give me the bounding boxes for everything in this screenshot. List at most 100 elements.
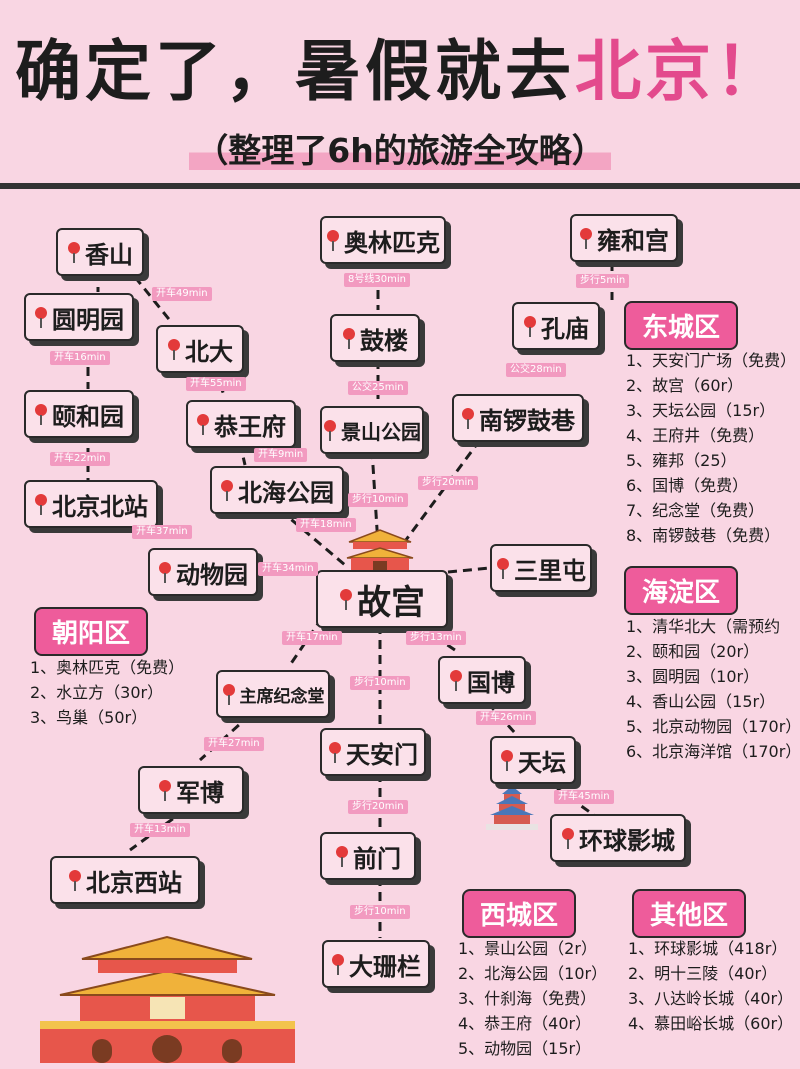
node-junbo[interactable]: 军博 xyxy=(138,766,244,814)
node-mausoleum[interactable]: 主席纪念堂 xyxy=(216,670,330,718)
node-gulou[interactable]: 鼓楼 xyxy=(330,314,420,362)
map-pin-icon xyxy=(222,684,235,705)
route-time-tag: 开车26min xyxy=(476,711,536,725)
list-item: 1、清华北大（需预约 xyxy=(626,617,781,636)
map-pin-icon xyxy=(159,780,171,801)
district-list-dongcheng: 1、天安门广场（免费） 2、故宫（60r） 3、天坛公园（15r） 4、王府井（… xyxy=(626,348,796,548)
list-item: 6、国博（免费） xyxy=(626,476,749,495)
title-highlight: 北京！ xyxy=(575,33,785,110)
map-pin-icon xyxy=(336,846,348,867)
list-item: 1、环球影城（418r） xyxy=(628,939,788,958)
node-yuanmingyuan[interactable]: 圆明园 xyxy=(24,293,134,341)
route-time-tag: 步行10min xyxy=(348,493,408,507)
list-item: 2、北海公园（10r） xyxy=(458,964,608,983)
map-pin-icon xyxy=(343,328,355,349)
map-pin-icon xyxy=(327,230,339,251)
list-item: 2、颐和园（20r） xyxy=(626,642,760,661)
route-time-tag: 步行20min xyxy=(418,476,478,490)
district-list-haidian: 1、清华北大（需预约 2、颐和园（20r） 3、圆明园（10r） 4、香山公园（… xyxy=(626,614,800,764)
node-gongwangfu[interactable]: 恭王府 xyxy=(186,400,296,448)
divider xyxy=(0,183,800,189)
map-pin-icon xyxy=(69,870,81,891)
node-qianmen[interactable]: 前门 xyxy=(320,832,416,880)
node-zoo[interactable]: 动物园 xyxy=(148,548,258,596)
list-item: 3、什刹海（免费） xyxy=(458,989,597,1008)
route-time-tag: 公交28min xyxy=(506,363,566,377)
route-time-tag: 开车37min xyxy=(132,525,192,539)
map-pin-icon xyxy=(340,589,352,610)
map-pin-icon xyxy=(450,670,462,691)
map-pin-icon xyxy=(68,242,80,263)
node-xiangshan[interactable]: 香山 xyxy=(56,228,144,276)
route-time-tag: 开车34min xyxy=(258,562,318,576)
route-time-tag: 步行20min xyxy=(348,800,408,814)
list-item: 8、南锣鼓巷（免费） xyxy=(626,526,781,545)
map-pin-icon xyxy=(159,562,171,583)
node-universal[interactable]: 环球影城 xyxy=(550,814,686,862)
node-tiantan[interactable]: 天坛 xyxy=(490,736,576,784)
list-item: 5、雍邦（25） xyxy=(626,451,737,470)
route-time-tag: 公交25min xyxy=(348,381,408,395)
route-time-tag: 步行5min xyxy=(576,274,630,288)
list-item: 3、天坛公园（15r） xyxy=(626,401,776,420)
map-pin-icon xyxy=(497,558,509,579)
list-item: 4、恭王府（40r） xyxy=(458,1014,592,1033)
list-item: 2、故宫（60r） xyxy=(626,376,744,395)
route-time-tag: 开车49min xyxy=(152,287,212,301)
district-badge-haidian: 海淀区 xyxy=(624,566,739,615)
node-yonghegong[interactable]: 雍和宫 xyxy=(570,214,678,262)
list-item: 3、鸟巢（50r） xyxy=(30,708,148,727)
list-item: 5、北京动物园（170r） xyxy=(626,717,800,736)
route-time-tag: 8号线30min xyxy=(344,273,410,287)
route-time-tag: 步行10min xyxy=(350,905,410,919)
list-item: 4、王府井（免费） xyxy=(626,426,765,445)
district-badge-xicheng: 西城区 xyxy=(462,889,577,938)
route-time-tag: 开车45min xyxy=(554,790,614,804)
route-time-tag: 步行13min xyxy=(406,631,466,645)
node-kongmiao[interactable]: 孔庙 xyxy=(512,302,600,350)
node-sanlitun[interactable]: 三里屯 xyxy=(490,544,592,592)
node-tiananmen[interactable]: 天安门 xyxy=(320,728,426,776)
node-beihai[interactable]: 北海公园 xyxy=(210,466,344,514)
district-list-chaoyang: 1、奥林匹克（免费） 2、水立方（30r） 3、鸟巢（50r） xyxy=(30,655,184,730)
map-pin-icon xyxy=(35,404,47,425)
map-pin-icon xyxy=(501,750,513,771)
node-beijing-north[interactable]: 北京北站 xyxy=(24,480,158,528)
route-time-tag: 开车13min xyxy=(130,823,190,837)
map-pin-icon xyxy=(462,408,474,429)
list-item: 4、香山公园（15r） xyxy=(626,692,776,711)
district-badge-dongcheng: 东城区 xyxy=(624,301,739,350)
map-pin-icon xyxy=(524,316,536,337)
node-beijing-west[interactable]: 北京西站 xyxy=(50,856,200,904)
district-list-xicheng: 1、景山公园（2r） 2、北海公园（10r） 3、什刹海（免费） 4、恭王府（4… xyxy=(458,936,607,1061)
map-pin-icon xyxy=(332,954,344,975)
node-nanluogu[interactable]: 南锣鼓巷 xyxy=(452,394,584,442)
map-pin-icon xyxy=(221,480,233,501)
list-item: 4、慕田峪长城（60r） xyxy=(628,1014,794,1033)
route-time-tag: 开车16min xyxy=(50,351,110,365)
map-pin-icon xyxy=(580,228,592,249)
district-badge-chaoyang: 朝阳区 xyxy=(34,607,149,656)
node-yiheyuan[interactable]: 颐和园 xyxy=(24,390,134,438)
list-item: 2、明十三陵（40r） xyxy=(628,964,778,983)
route-time-tag: 开车18min xyxy=(296,518,356,532)
list-item: 5、动物园（15r） xyxy=(458,1039,592,1058)
node-beida[interactable]: 北大 xyxy=(156,325,244,373)
node-olympic[interactable]: 奥林匹克 xyxy=(320,216,446,264)
node-gugong[interactable]: 故宫 xyxy=(316,570,448,628)
map-pin-icon xyxy=(197,414,209,435)
map-pin-icon xyxy=(324,420,336,441)
list-item: 3、圆明园（10r） xyxy=(626,667,760,686)
node-guobo[interactable]: 国博 xyxy=(438,656,526,704)
map-pin-icon xyxy=(562,828,574,849)
page-title: 确定了，暑假就去北京！ xyxy=(15,33,785,110)
list-item: 7、纪念堂（免费） xyxy=(626,501,765,520)
list-item: 3、八达岭长城（40r） xyxy=(628,989,794,1008)
district-badge-other: 其他区 xyxy=(632,889,747,938)
node-jingshan[interactable]: 景山公园 xyxy=(320,406,424,454)
district-list-other: 1、环球影城（418r） 2、明十三陵（40r） 3、八达岭长城（40r） 4、… xyxy=(628,936,793,1036)
node-dashilan[interactable]: 大珊栏 xyxy=(322,940,430,988)
route-time-tag: 开车55min xyxy=(186,377,246,391)
route-time-tag: 开车17min xyxy=(282,631,342,645)
map-pin-icon xyxy=(35,307,47,328)
